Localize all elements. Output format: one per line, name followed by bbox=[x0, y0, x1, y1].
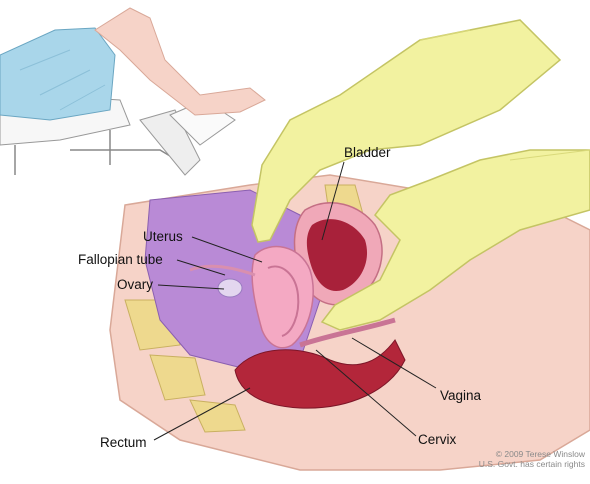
label-rectum: Rectum bbox=[100, 435, 147, 450]
cervix-leader bbox=[315, 349, 417, 437]
uterus-leader bbox=[191, 236, 263, 263]
label-ovary: Ovary bbox=[117, 277, 153, 292]
label-fallopian-tube: Fallopian tube bbox=[78, 252, 163, 267]
credit-line-1: © 2009 Terese Winslow bbox=[496, 449, 586, 459]
label-cervix: Cervix bbox=[418, 432, 457, 447]
bladder-leader bbox=[321, 161, 345, 241]
patient-leg bbox=[94, 7, 266, 116]
label-uterus: Uterus bbox=[143, 229, 183, 244]
leader-lines bbox=[153, 161, 437, 441]
gloved-hand-upper bbox=[251, 19, 562, 243]
credit-line-2: U.S. Govt. has certain rights bbox=[479, 459, 585, 469]
patient-gown bbox=[0, 27, 116, 121]
ovary-leader bbox=[157, 284, 225, 290]
fallopian-tube-leader bbox=[176, 259, 226, 276]
label-bladder: Bladder bbox=[344, 145, 391, 160]
gloved-hand-lower bbox=[320, 149, 590, 331]
rectum-leader bbox=[153, 387, 251, 441]
vagina-leader bbox=[351, 337, 437, 389]
label-vagina: Vagina bbox=[440, 388, 482, 403]
